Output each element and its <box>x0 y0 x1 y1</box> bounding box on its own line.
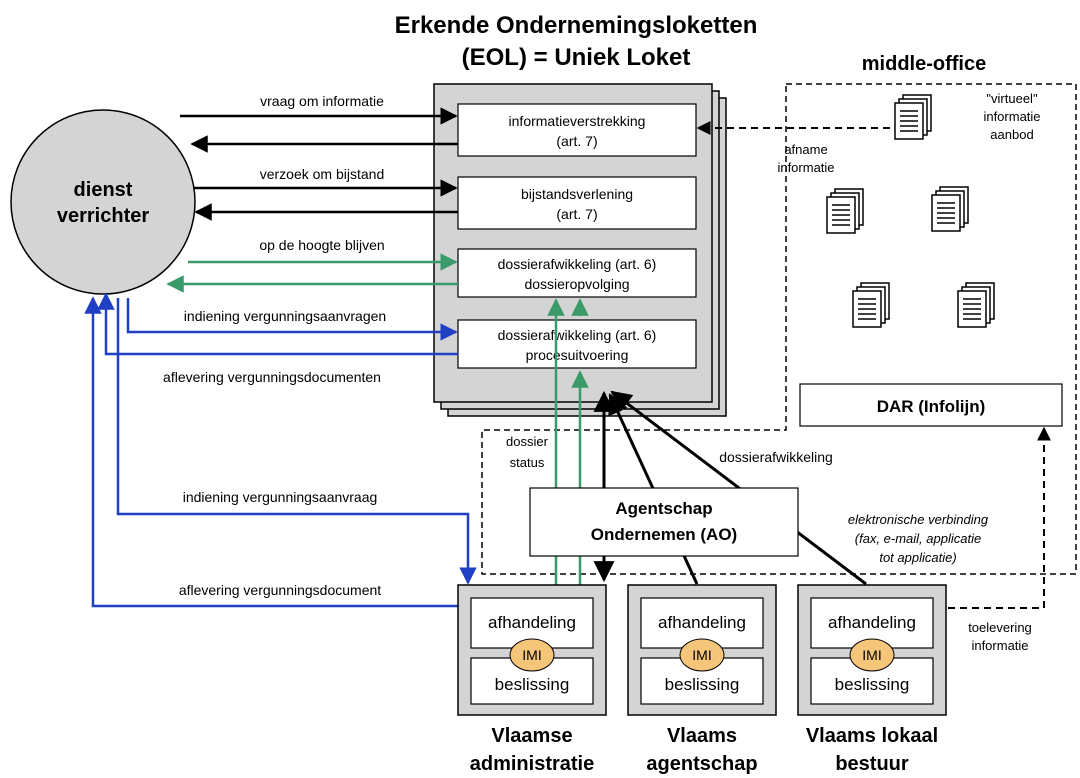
agentschap-line-1: Agentschap <box>615 499 712 518</box>
unit-2-top: afhandeling <box>658 613 746 632</box>
unit-3-name-1: Vlaams lokaal <box>806 725 938 747</box>
unit-3-name-2: bestuur <box>835 753 909 775</box>
unit-3-imi: IMI <box>862 647 881 663</box>
dienst-verrichter-circle <box>10 109 196 295</box>
label-dossierafwikkeling: dossierafwikkeling <box>719 449 833 465</box>
label-op-de-hoogte: op de hoogte blijven <box>259 237 384 253</box>
label-toelevering-1: toelevering <box>968 620 1032 635</box>
dar-infolijn-box: DAR (Infolijn) <box>799 383 1063 427</box>
eol-box-procesuitvoering: dossierafwikkeling (art. 6) procesuitvoe… <box>457 319 697 369</box>
dar-label: DAR (Infolijn) <box>877 397 986 416</box>
unit-2-name-2: agentschap <box>646 753 757 775</box>
label-afname-2: informatie <box>777 160 834 175</box>
eol-box-4-line2: procesuitvoering <box>526 347 629 363</box>
eol-box-dossieropvolging: dossierafwikkeling (art. 6) dossieropvol… <box>457 248 697 298</box>
eol-box-1-line1: informatieverstrekking <box>509 113 646 129</box>
label-aflevering-document: aflevering vergunningsdocument <box>179 582 381 598</box>
eol-box-3-line2: dossieropvolging <box>524 276 629 292</box>
eol-box-2-line2: (art. 7) <box>556 206 597 222</box>
eol-box-1-line2: (art. 7) <box>556 133 597 149</box>
unit-2-imi: IMI <box>692 647 711 663</box>
unit-1-name-2: administratie <box>470 753 594 775</box>
unit-1-imi: IMI <box>522 647 541 663</box>
title-line-2: (EOL) = Uniek Loket <box>462 44 691 71</box>
middle-office-label: middle-office <box>862 53 986 75</box>
eol-box-3-line1: dossierafwikkeling (art. 6) <box>498 256 657 272</box>
label-elektronisch-3: tot applicatie) <box>879 550 956 565</box>
document-stack-icon <box>894 94 932 140</box>
unit-vlaams-lokaal-bestuur: afhandeling beslissing IMI Vlaams lokaal… <box>797 584 947 775</box>
label-toelevering-2: informatie <box>971 638 1028 653</box>
label-afname-1: afname <box>784 142 827 157</box>
circle-line-1: dienst <box>74 179 133 201</box>
middle-office-border <box>481 83 1077 575</box>
imi-badge <box>849 638 895 672</box>
document-stack-icon <box>826 188 864 234</box>
imi-badge <box>679 638 725 672</box>
unit-2-name-1: Vlaams <box>667 725 737 747</box>
unit-3-bottom: beslissing <box>835 675 910 694</box>
eol-box-2-line1: bijstandsverlening <box>521 186 633 202</box>
circle-line-2: verrichter <box>57 205 149 227</box>
eol-box-informatieverstrekking: informatieverstrekking (art. 7) <box>457 103 697 157</box>
label-aflevering-documenten: aflevering vergunningsdocumenten <box>163 369 381 385</box>
title-line-1: Erkende Ondernemingsloketten <box>395 12 758 39</box>
eol-box-bijstandsverlening: bijstandsverlening (art. 7) <box>457 176 697 230</box>
arrow-indiening-aanvraag <box>116 298 477 585</box>
document-stack-icon <box>957 282 995 328</box>
agentschap-ondernemen-box: Agentschap Ondernemen (AO) <box>529 487 799 557</box>
unit-1-bottom: beslissing <box>495 675 570 694</box>
label-virtueel-3: aanbod <box>990 127 1033 142</box>
label-indiening-aanvragen: indiening vergunningsaanvragen <box>184 308 386 324</box>
label-virtueel-2: informatie <box>983 109 1040 124</box>
arrow-aflevering-document <box>84 296 458 608</box>
label-virtueel-1: "virtueel" <box>986 91 1038 106</box>
unit-vlaamse-administratie: afhandeling beslissing IMI Vlaamse admin… <box>457 584 607 775</box>
document-stack-icon <box>931 186 969 232</box>
unit-3-top: afhandeling <box>828 613 916 632</box>
unit-1-top: afhandeling <box>488 613 576 632</box>
unit-2-bottom: beslissing <box>665 675 740 694</box>
label-elektronisch-2: (fax, e-mail, applicatie <box>855 531 981 546</box>
imi-badge <box>509 638 555 672</box>
arrow-aflevering-documenten <box>97 292 458 356</box>
label-elektronisch-1: elektronische verbinding <box>848 512 989 527</box>
unit-vlaams-agentschap: afhandeling beslissing IMI Vlaams agents… <box>627 584 777 775</box>
document-stack-icon <box>852 282 890 328</box>
label-indiening-aanvraag: indiening vergunningsaanvraag <box>183 489 378 505</box>
arrow-indiening-aanvragen <box>126 298 458 341</box>
label-vraag-om-informatie: vraag om informatie <box>260 93 384 109</box>
label-status: status <box>510 455 545 470</box>
eol-box-4-line1: dossierafwikkeling (art. 6) <box>498 327 657 343</box>
agentschap-line-2: Ondernemen (AO) <box>591 525 737 544</box>
label-verzoek-om-bijstand: verzoek om bijstand <box>260 166 385 182</box>
label-dossier: dossier <box>506 434 549 449</box>
unit-1-name-1: Vlaamse <box>491 725 572 747</box>
arrow-dashed-toelevering <box>936 426 1051 609</box>
